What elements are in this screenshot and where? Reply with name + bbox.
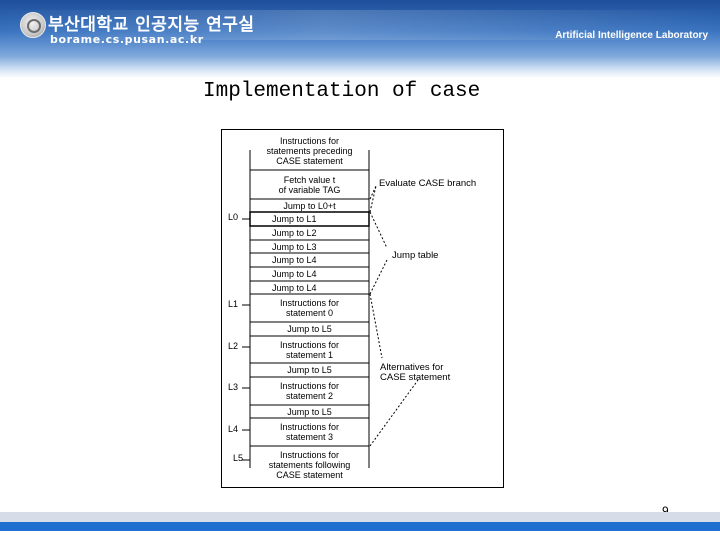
cell-jump-l4-a: Jump to L4 [272,255,317,265]
annotation-alternatives: Alternatives for CASE statement [380,362,451,383]
bracket-evaluate-bottom [369,185,377,213]
bracket-jump-table-top [369,211,388,249]
cell-jump-l5-a: Jump to L5 [287,324,332,334]
cell-following-statements: Instructions for statements following CA… [268,450,351,480]
cell-jump-l1: Jump to L1 [272,214,317,224]
page-number: 9 [662,504,669,518]
cell-jump-l5-c: Jump to L5 [287,406,332,417]
bracket-alternatives-top [369,293,383,359]
footer-blue-strip [0,522,720,531]
label-l0: L0 [228,212,239,222]
header-banner: 부산대학교 인공지능 연구실 borame.cs.pusan.ac.kr Art… [0,0,720,78]
cell-jump-l5-b: Jump to L5 [287,365,332,375]
annotation-evaluate-branch: Evaluate CASE branch [379,178,477,189]
cell-fetch-tag: Fetch value t of variable TAG [278,174,341,195]
lab-domain: borame.cs.pusan.ac.kr [50,33,204,46]
cell-statement-3: Instructions for statement 3 [279,422,340,442]
cell-jump-l0t: Jump to L0+t [283,200,336,211]
figure-graphics [242,150,419,468]
label-l2: L2 [228,341,239,351]
university-seal-icon [20,12,46,38]
annotation-jump-table: Jump table [392,250,439,261]
label-l5: L5 [233,453,244,463]
bracket-jump-table-bottom [369,259,388,295]
label-l4: L4 [228,424,239,434]
university-name: 부산대학교 인공지능 연구실 [48,15,255,35]
banner-highlight [0,10,720,40]
cell-preceding-statements: Instructions for statements preceding CA… [266,136,353,166]
footer-light-band [0,512,720,522]
label-l3: L3 [228,382,239,392]
bracket-alternatives-bottom [369,379,419,447]
slide-title: Implementation of case [203,80,481,103]
cell-jump-l4-b: Jump to L4 [272,269,317,279]
lab-name: Artificial Intelligence Laboratory [555,30,708,41]
cell-statement-2: Instructions for statement 2 [279,381,340,401]
cell-jump-l4-c: Jump to L4 [272,282,317,293]
cell-jump-l3: Jump to L3 [272,241,317,252]
case-implementation-figure: Instructions for statements preceding CA… [221,129,504,488]
cell-jump-l2: Jump to L2 [272,228,317,238]
cell-statement-0: Instructions for statement 0 [279,298,340,318]
label-l1: L1 [228,299,239,309]
cell-statement-1: Instructions for statement 1 [279,339,340,360]
